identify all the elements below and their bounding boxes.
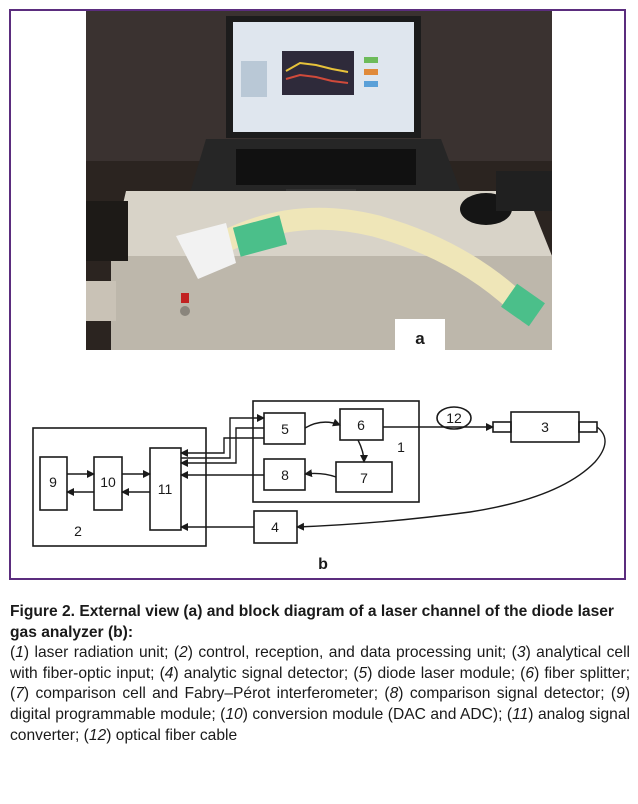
caption-item: (3) analytical cell with fiber-optic inp… [10,644,630,682]
caption-item-text: fiber splitter; [539,664,631,682]
figure-caption: Figure 2. External view (a) and block di… [10,602,630,746]
caption-item-text: comparison cell and Fabry–Pérot interfer… [29,685,385,703]
caption-title: Figure 2. External view (a) and block di… [10,603,614,641]
caption-item-text: laser radiation unit; [29,644,174,662]
caption-item-number: 6 [525,664,535,682]
caption-item-number: 9 [616,685,625,703]
caption-item-text: optical fiber cable [111,726,238,744]
caption-item-text: analytical cell with fiber-optic input; [10,644,630,682]
block-7-label: 7 [360,470,368,486]
caption-item-number: 3 [516,644,526,662]
block-1-outline [252,400,420,503]
block-diagram-panel-b: 9 10 11 2 5 6 8 7 1 4 3 12 b [32,400,606,573]
caption-item-number: 2 [179,644,188,662]
photo-panel-a: a [86,11,552,350]
caption-item: (12) optical fiber cable [83,726,238,744]
block-2-label: 2 [74,523,82,539]
caption-item-text: comparison signal detector; [403,685,611,703]
caption-item-text: digital programmable module; [10,705,221,723]
block-9-label: 9 [49,474,57,490]
block-3-output [578,421,598,433]
figure-frame [9,9,626,580]
panel-a-label: a [395,319,445,350]
caption-item-number: 1 [15,644,24,662]
cable-12-label: 12 [446,410,462,426]
cable-12-label-ring [436,406,472,430]
caption-item-number: 11 [512,705,529,723]
caption-item: (10) conversion module (DAC and ADC); [220,705,507,723]
panel-b-label: b [318,556,328,573]
caption-item: (6) fiber splitter; [520,664,631,682]
caption-item-number: 12 [88,726,107,744]
caption-item: (5) diode laser module; [353,664,521,682]
caption-item: (9) digital programmable module; [10,685,631,723]
block-1-label: 1 [397,439,405,455]
block-11 [149,447,182,531]
block-8-label: 8 [281,467,289,483]
block-3-label: 3 [541,419,549,435]
caption-item-text: analytic signal detector; [178,664,354,682]
block-9 [39,456,68,511]
caption-item-text: control, reception, and data processing … [192,644,512,662]
block-5-label: 5 [281,421,289,437]
caption-item: (1) laser radiation unit; [10,644,174,662]
caption-item-number: 7 [15,685,24,703]
block-10 [93,456,123,511]
caption-item-number: 8 [389,685,399,703]
caption-item-text: analog signal converter; [10,705,630,744]
caption-item-text: diode laser module; [372,664,521,682]
caption-item-number: 4 [164,664,174,682]
caption-item: (11) analog signal converter; [10,705,630,744]
caption-item: (7) comparison cell and Fabry–Pérot inte… [10,685,385,703]
caption-item: (4) analytic signal detector; [159,664,354,682]
caption-item-number: 10 [225,705,243,723]
block-6-label: 6 [357,417,365,433]
caption-item-text: conversion module (DAC and ADC); [247,705,507,723]
block-3-input [492,421,512,433]
block-10-label: 10 [100,474,116,490]
block-4-label: 4 [271,519,279,535]
caption-legend: (1) laser radiation unit; (2) control, r… [10,643,630,746]
caption-item: (2) control, reception, and data process… [173,644,512,662]
block-11-label: 11 [158,481,173,497]
caption-item-number: 5 [358,664,368,682]
block-2-outline [32,427,207,547]
caption-item: (8) comparison signal detector; [384,685,611,703]
photo-illustration [86,11,552,350]
